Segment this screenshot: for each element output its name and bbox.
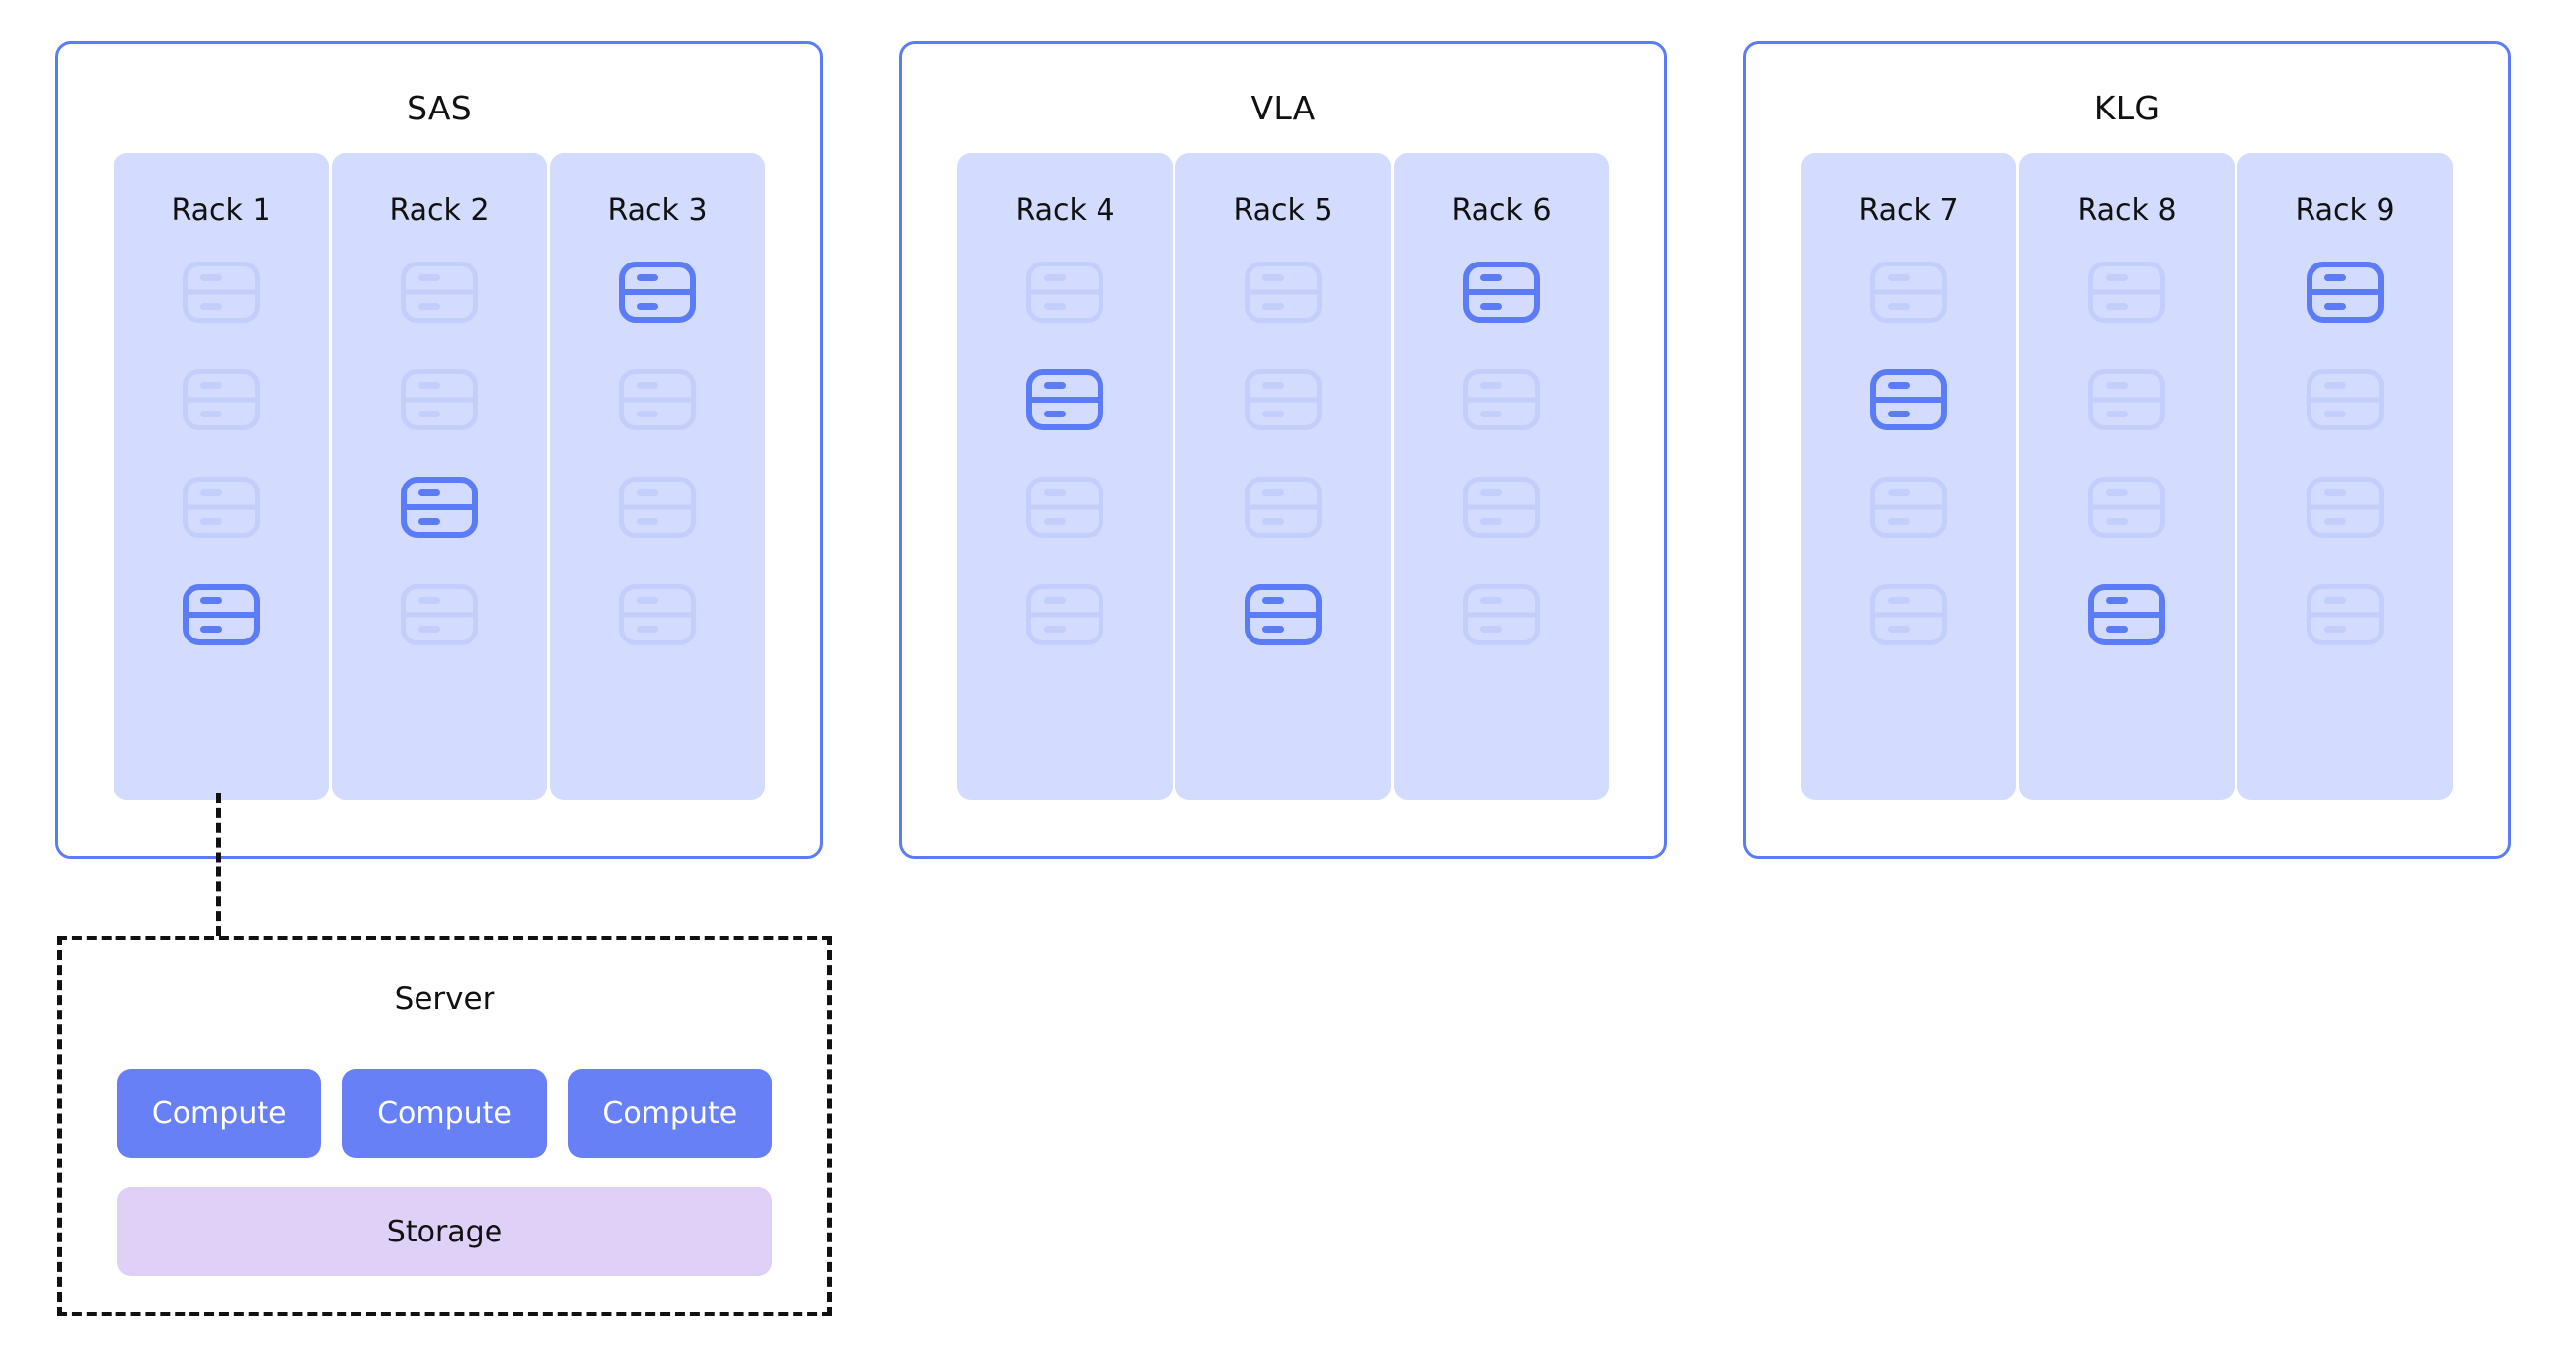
rack-column-rack-2[interactable]: Rack 2 xyxy=(332,153,547,800)
server-icon[interactable] xyxy=(1463,369,1540,430)
server-icon[interactable] xyxy=(1026,262,1103,323)
server-icon[interactable] xyxy=(1026,584,1103,645)
group-box-klg[interactable]: KLG Rack 7 xyxy=(1743,41,2511,859)
group-title: VLA xyxy=(1250,89,1316,127)
rack-slot-list xyxy=(1870,262,1947,645)
server-detail-box[interactable]: Server Compute Compute Compute Storage xyxy=(57,936,832,1316)
server-icon-active[interactable] xyxy=(1870,369,1947,430)
rack-column-rack-7[interactable]: Rack 7 xyxy=(1801,153,2016,800)
rack-column-rack-4[interactable]: Rack 4 xyxy=(957,153,1173,800)
server-icon-active[interactable] xyxy=(1245,584,1322,645)
server-icon[interactable] xyxy=(1870,584,1947,645)
rack-slot-list xyxy=(183,262,260,645)
compute-row: Compute Compute Compute xyxy=(117,1069,772,1158)
server-icon[interactable] xyxy=(1245,262,1322,323)
rack-label: Rack 4 xyxy=(1015,193,1115,228)
server-icon[interactable] xyxy=(619,584,696,645)
group-title: SAS xyxy=(407,89,472,127)
server-icon[interactable] xyxy=(401,262,478,323)
compute-block[interactable]: Compute xyxy=(342,1069,547,1158)
rack-column-rack-5[interactable]: Rack 5 xyxy=(1175,153,1391,800)
rack-label: Rack 3 xyxy=(607,193,708,228)
rack-row: Rack 1 xyxy=(114,153,765,800)
server-icon[interactable] xyxy=(1870,262,1947,323)
rack-column-rack-9[interactable]: Rack 9 xyxy=(2237,153,2453,800)
server-icon[interactable] xyxy=(1463,584,1540,645)
group-box-vla[interactable]: VLA Rack 4 xyxy=(899,41,1667,859)
server-icon[interactable] xyxy=(2307,584,2384,645)
storage-block[interactable]: Storage xyxy=(117,1187,772,1276)
rack-label: Rack 7 xyxy=(1858,193,1959,228)
server-icon[interactable] xyxy=(1245,369,1322,430)
rack-slot-list xyxy=(1245,262,1322,645)
rack-slot-list xyxy=(2088,262,2165,645)
rack-slot-list xyxy=(1463,262,1540,645)
server-icon[interactable] xyxy=(619,477,696,538)
rack-label: Rack 8 xyxy=(2077,193,2177,228)
server-icon[interactable] xyxy=(1870,477,1947,538)
rack-label: Rack 9 xyxy=(2295,193,2395,228)
rack-slot-list xyxy=(1026,262,1103,645)
rack-label: Rack 6 xyxy=(1451,193,1552,228)
server-icon-active[interactable] xyxy=(401,477,478,538)
connector-line xyxy=(216,793,221,936)
server-icon[interactable] xyxy=(2307,477,2384,538)
server-icon-active[interactable] xyxy=(2307,262,2384,323)
rack-column-rack-1[interactable]: Rack 1 xyxy=(114,153,329,800)
server-icon[interactable] xyxy=(183,369,260,430)
rack-column-rack-3[interactable]: Rack 3 xyxy=(550,153,765,800)
server-icon-active[interactable] xyxy=(1463,262,1540,323)
rack-label: Rack 2 xyxy=(389,193,490,228)
server-icon-active[interactable] xyxy=(2088,584,2165,645)
rack-slot-list xyxy=(619,262,696,645)
rack-slot-list xyxy=(2307,262,2384,645)
server-icon-active[interactable] xyxy=(183,584,260,645)
rack-column-rack-6[interactable]: Rack 6 xyxy=(1394,153,1609,800)
server-icon[interactable] xyxy=(1463,477,1540,538)
group-box-sas[interactable]: SAS Rack 1 xyxy=(55,41,823,859)
server-detail-title: Server xyxy=(394,981,495,1016)
server-icon[interactable] xyxy=(183,262,260,323)
compute-block[interactable]: Compute xyxy=(117,1069,322,1158)
server-icon[interactable] xyxy=(1245,477,1322,538)
server-icon-active[interactable] xyxy=(619,262,696,323)
server-icon-active[interactable] xyxy=(1026,369,1103,430)
rack-column-rack-8[interactable]: Rack 8 xyxy=(2019,153,2235,800)
rack-slot-list xyxy=(401,262,478,645)
server-icon[interactable] xyxy=(2088,262,2165,323)
server-icon[interactable] xyxy=(401,584,478,645)
server-icon[interactable] xyxy=(2088,369,2165,430)
compute-block[interactable]: Compute xyxy=(568,1069,772,1158)
server-icon[interactable] xyxy=(183,477,260,538)
server-icon[interactable] xyxy=(1026,477,1103,538)
group-title: KLG xyxy=(2093,89,2160,127)
rack-label: Rack 1 xyxy=(171,193,271,228)
rack-row: Rack 4 xyxy=(957,153,1609,800)
storage-row: Storage xyxy=(117,1187,772,1276)
server-icon[interactable] xyxy=(2088,477,2165,538)
rack-label: Rack 5 xyxy=(1233,193,1333,228)
server-icon[interactable] xyxy=(619,369,696,430)
server-icon[interactable] xyxy=(2307,369,2384,430)
rack-row: Rack 7 xyxy=(1801,153,2453,800)
server-icon[interactable] xyxy=(401,369,478,430)
